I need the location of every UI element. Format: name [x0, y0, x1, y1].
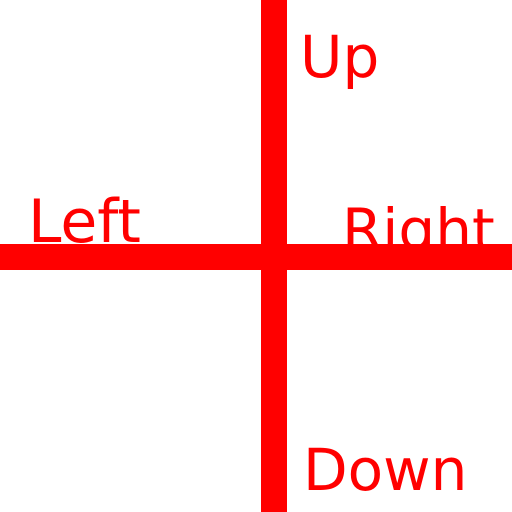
label-up: Up — [300, 23, 380, 91]
label-left: Left — [28, 187, 141, 257]
horizontal-axis-line — [0, 244, 512, 270]
label-down: Down — [303, 436, 468, 504]
